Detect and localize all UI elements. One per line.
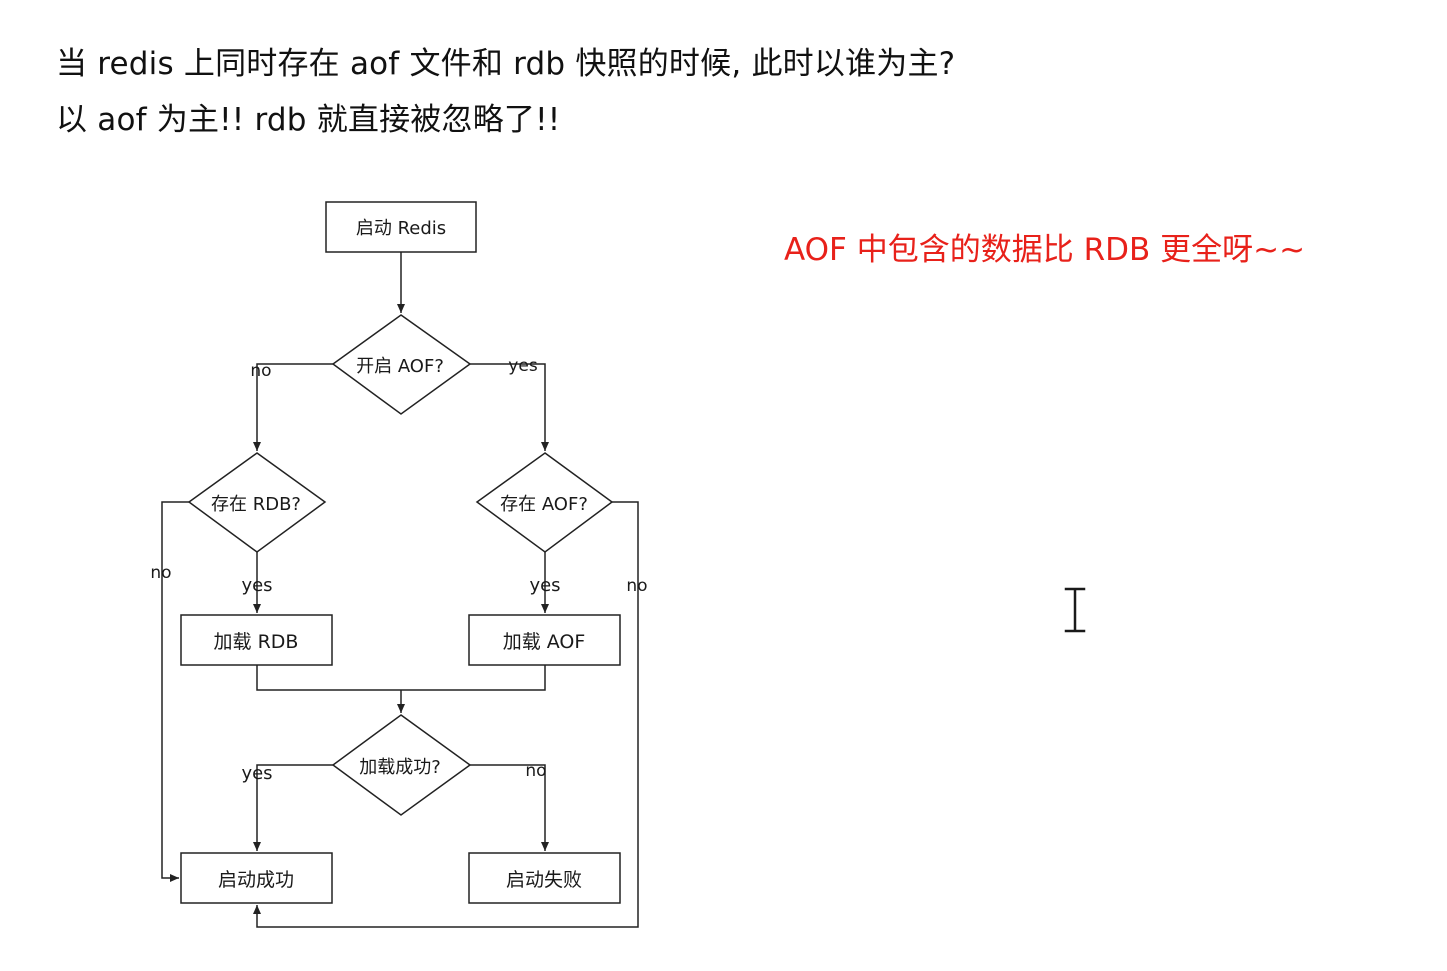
- edge-load-ok-yes: [253, 764, 333, 851]
- node-start-ok: 启动成功: [180, 852, 333, 904]
- edge-rdb-exists-no: [161, 501, 189, 882]
- node-start-redis: 启动 Redis: [325, 201, 477, 253]
- node-rdb-exists: 存在 RDB?: [187, 452, 327, 553]
- node-load-aof-label: 加载 AOF: [503, 631, 586, 653]
- node-load-ok-label: 加载成功?: [359, 757, 441, 778]
- node-start-fail: 启动失败: [468, 852, 621, 904]
- label-rdb-exists-no: no: [150, 563, 171, 583]
- edge-load-ok-no: [470, 764, 549, 851]
- node-rdb-exists-label: 存在 RDB?: [211, 494, 301, 515]
- edge-aof-exists-no: [253, 501, 639, 928]
- node-aof-enabled-label: 开启 AOF?: [356, 356, 444, 377]
- label-aof-exists-no: no: [626, 576, 647, 596]
- label-aof-enabled-yes: yes: [508, 356, 538, 376]
- node-aof-enabled: 开启 AOF?: [331, 314, 472, 415]
- label-load-ok-no: no: [525, 761, 546, 781]
- node-load-ok: 加载成功?: [331, 714, 472, 816]
- edge-aof-enabled-yes: [470, 363, 549, 451]
- label-load-ok-yes: yes: [241, 763, 272, 784]
- red-note: AOF 中包含的数据比 RDB 更全呀~~: [784, 232, 1306, 268]
- node-aof-exists-label: 存在 AOF?: [500, 494, 588, 515]
- node-start-redis-label: 启动 Redis: [356, 218, 446, 239]
- node-start-fail-label: 启动失败: [506, 869, 582, 891]
- node-load-rdb: 加载 RDB: [180, 614, 333, 666]
- label-aof-enabled-no: no: [250, 361, 271, 381]
- node-start-ok-label: 启动成功: [218, 869, 294, 891]
- node-aof-exists: 存在 AOF?: [475, 452, 614, 553]
- edge-aof-enabled-no: [253, 363, 333, 451]
- label-aof-exists-yes: yes: [529, 575, 560, 596]
- node-load-rdb-label: 加载 RDB: [214, 631, 299, 653]
- question-heading: 当 redis 上同时存在 aof 文件和 rdb 快照的时候, 此时以谁为主?: [56, 46, 956, 82]
- edge-load-rdb-merge: [256, 665, 546, 691]
- text-cursor-icon: [1063, 586, 1087, 634]
- label-rdb-exists-yes: yes: [241, 575, 272, 596]
- answer-heading: 以 aof 为主!! rdb 就直接被忽略了!!: [56, 102, 561, 138]
- node-load-aof: 加载 AOF: [468, 614, 621, 666]
